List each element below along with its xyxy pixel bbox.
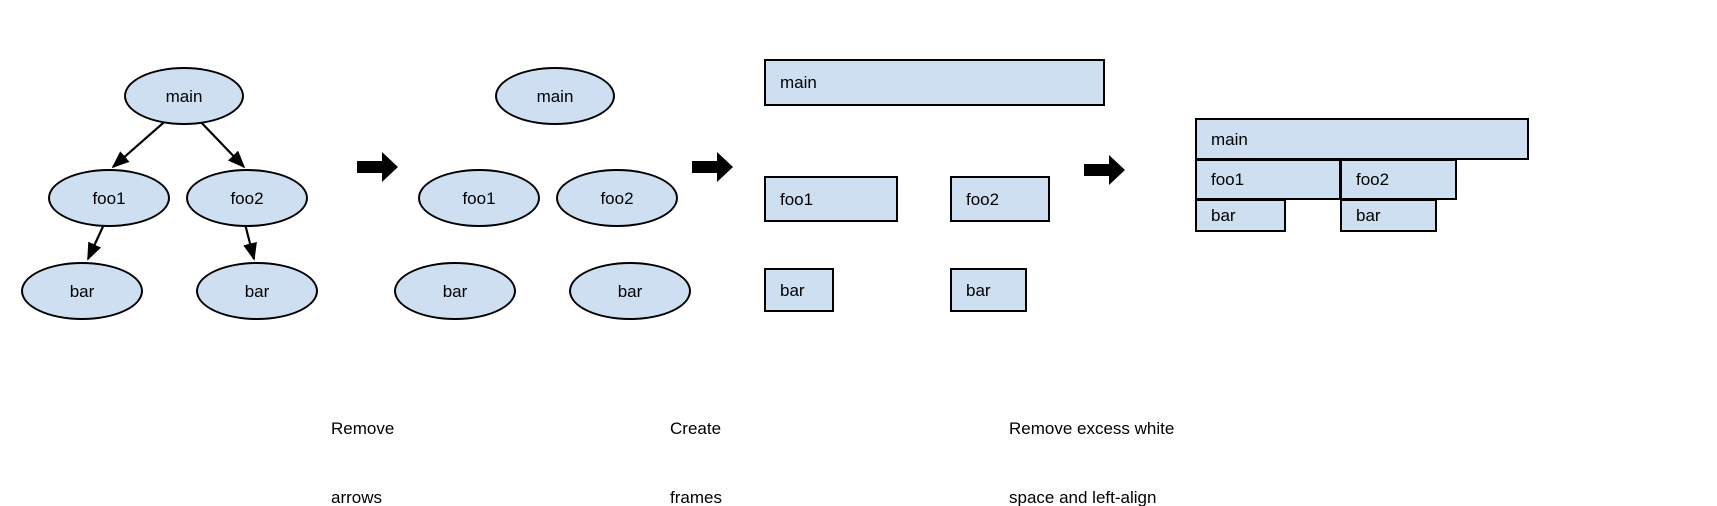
edge-main-foo2 [195,116,246,169]
panel3-frame-bar-right[interactable]: bar [950,268,1027,312]
node-label: foo1 [92,188,126,208]
panel3-frame-foo1[interactable]: foo1 [764,176,898,222]
right-arrow-icon [692,152,733,182]
node-label: bar [244,281,270,301]
right-arrow-icon [1084,155,1125,185]
frame-label: main [780,73,817,92]
panel1-node-bar-right[interactable]: bar [196,262,318,320]
panel2-node-bar-left[interactable]: bar [394,262,516,320]
panel2-node-bar-right[interactable]: bar [569,262,691,320]
frame-label: foo1 [780,189,814,209]
node-label: bar [69,281,95,301]
panel2-node-foo2[interactable]: foo2 [556,169,678,227]
panel3-frame-foo2[interactable]: foo2 [950,176,1050,222]
frame-label: bar [1211,206,1236,225]
panel4-frame-foo1[interactable]: foo1 [1195,159,1341,200]
caption-line: Remove excess white [1009,419,1175,438]
frame-label: foo1 [1211,170,1245,189]
caption-line: space and left-align [1009,488,1157,506]
step-arrow-1 [357,150,399,184]
panel1-node-main[interactable]: main [124,67,244,125]
node-label: foo1 [462,188,496,208]
panel3-frame-main[interactable]: main [764,59,1105,106]
frame-label: bar [780,280,805,300]
step-arrow-2 [692,150,734,184]
caption-line: Remove [331,419,395,438]
panel4-frame-foo2[interactable]: foo2 [1340,159,1457,200]
step-arrow-3 [1084,153,1126,187]
caption-create-frames: Create frames [670,371,850,506]
frame-label: main [1211,129,1248,149]
edge-main-foo1 [111,116,171,169]
panel2-node-foo1[interactable]: foo1 [418,169,540,227]
caption-line: Create [670,419,722,438]
panel4-frame-bar-right[interactable]: bar [1340,199,1437,232]
caption-line: arrows [331,488,383,506]
node-label: foo2 [230,188,264,208]
panel1-node-bar-left[interactable]: bar [21,262,143,320]
caption-remove-whitespace: Remove excess white space and left-align [1009,371,1309,506]
frame-label: bar [966,280,991,300]
node-label: foo2 [600,188,634,208]
caption-remove-arrows: Remove arrows [331,371,511,506]
frame-label: foo2 [1356,170,1390,189]
frame-label: foo2 [966,189,1000,209]
node-label: main [165,86,203,106]
panel2-node-main[interactable]: main [495,67,615,125]
right-arrow-icon [357,152,398,182]
panel4-frame-bar-left[interactable]: bar [1195,199,1286,232]
node-label: main [536,86,574,106]
panel3-frame-bar-left[interactable]: bar [764,268,834,312]
panel1-node-foo1[interactable]: foo1 [48,169,170,227]
caption-line: frames [670,488,722,506]
panel1-node-foo2[interactable]: foo2 [186,169,308,227]
panel4-frame-main[interactable]: main [1195,118,1529,160]
node-label: bar [442,281,468,301]
frame-label: bar [1356,206,1381,225]
node-label: bar [617,281,643,301]
